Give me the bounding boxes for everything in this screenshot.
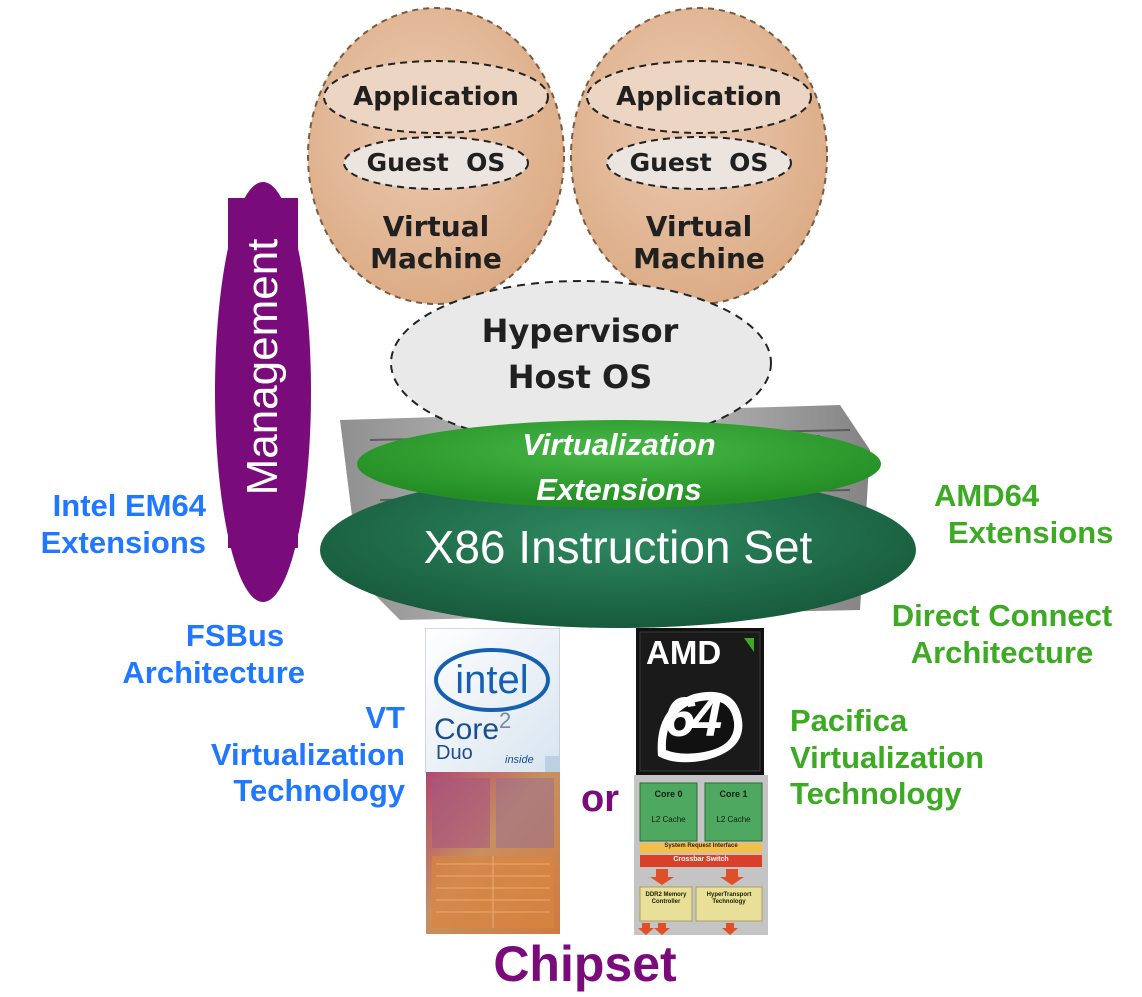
- direct-connect-line1: Direct Connect: [891, 598, 1113, 633]
- intel-em64-line2: Extensions: [40, 524, 206, 560]
- intel-logo-core: Core2: [434, 708, 511, 747]
- amd-die-core1: Core 1: [719, 789, 748, 799]
- intel-vt-line3: Technology: [233, 773, 405, 809]
- amd64-line1: AMD64: [934, 478, 1040, 513]
- amd64-logo: [636, 628, 764, 775]
- management-bar: [213, 180, 313, 605]
- amd-die-xbar: Crossbar Switch: [673, 856, 729, 863]
- vm-label-right-line2: Machine: [633, 242, 765, 275]
- pacifica-line2: Virtualization: [790, 739, 985, 775]
- fsbus-line1: FSBus: [185, 618, 285, 653]
- pacifica-line1: Pacifica: [790, 703, 908, 738]
- intel-vt-line2: Virtualization: [210, 736, 405, 772]
- fsbus-line2: Architecture: [122, 654, 305, 690]
- intel-logo-core-num: 2: [499, 708, 512, 733]
- virtualization-extensions-line2: Extensions: [536, 472, 702, 507]
- virtual-machine-left: [305, 5, 567, 307]
- amd-die-l2-0: L2 Cache: [651, 815, 686, 824]
- amd-die-l2-1: L2 Cache: [716, 815, 751, 824]
- management-label: Management: [238, 238, 287, 496]
- amd64-line2: Extensions: [948, 514, 1114, 550]
- intel-core2-logo: [424, 627, 561, 774]
- host-os-label: Host OS: [507, 358, 653, 396]
- direct-connect-label: Direct Connect Architecture: [862, 598, 1142, 671]
- amd-die-core0: Core 0: [654, 789, 683, 799]
- amd-die-ddr: DDR2 Memory Controller: [645, 892, 687, 906]
- intel-logo-duo: Duo: [436, 742, 473, 764]
- amd-die-ht: HyperTransport Technology: [706, 892, 752, 906]
- or-label: or: [581, 778, 619, 820]
- intel-em64-label: Intel EM64 Extensions: [0, 488, 206, 561]
- application-label-left: Application: [353, 82, 519, 112]
- guest-os-label-right: Guest OS: [629, 148, 769, 177]
- intel-vt-label: VT Virtualization Technology: [120, 700, 405, 810]
- amd-die-sri: System Request Interface: [664, 843, 738, 849]
- hypervisor-label: Hypervisor: [481, 312, 679, 350]
- guest-os-label-left: Guest OS: [366, 148, 506, 177]
- amd64-extensions-label: AMD64 Extensions: [930, 478, 1130, 551]
- virtualization-extensions: [355, 418, 883, 510]
- amd-die-diagram: [634, 775, 768, 935]
- vm-label-right-line1: Virtual: [645, 210, 753, 243]
- hypervisor-ellipse: [388, 278, 774, 448]
- intel-logo-inside: inside: [505, 754, 534, 766]
- pacifica-line3: Technology: [790, 776, 962, 812]
- amd-logo-num: 64: [664, 685, 722, 748]
- vm-label-left-line2: Machine: [370, 242, 502, 275]
- intel-em64-line1: Intel EM64: [52, 488, 206, 523]
- vm-label-left-line1: Virtual: [382, 210, 490, 243]
- direct-connect-line2: Architecture: [910, 634, 1094, 670]
- x86-instruction-set-label: X86 Instruction Set: [423, 521, 813, 573]
- amd-logo-word: AMD: [646, 634, 722, 671]
- intel-logo-word: intel: [455, 658, 529, 702]
- x86-instruction-set: [318, 470, 918, 630]
- pacifica-label: Pacifica Virtualization Technology: [790, 703, 1050, 813]
- chipset-label: Chipset: [493, 936, 677, 992]
- application-label-right: Application: [616, 82, 782, 112]
- intel-vt-line1: VT: [365, 700, 405, 735]
- virtual-machine-right: [568, 5, 830, 307]
- virtualization-extensions-line1: Virtualization: [522, 427, 716, 462]
- fsbus-label: FSBus Architecture: [60, 618, 350, 691]
- intel-die-image: [426, 772, 560, 934]
- intel-logo-core-word: Core: [434, 713, 500, 746]
